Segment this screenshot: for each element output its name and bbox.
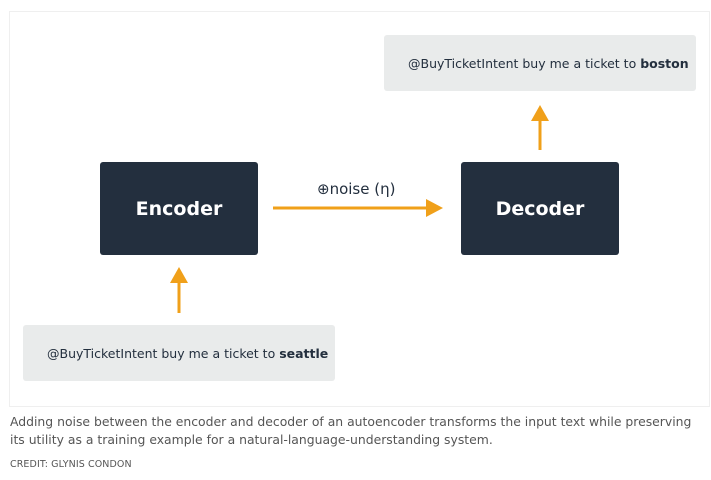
output-text-city: boston (640, 55, 689, 71)
input-text-box: @BuyTicketIntent buy me a ticket to seat… (23, 325, 335, 381)
decoder-label: Decoder (495, 197, 585, 220)
encoder-block: Encoder (100, 162, 258, 255)
output-text-box: @BuyTicketIntent buy me a ticket to bost… (384, 35, 696, 91)
figure-caption: Adding noise between the encoder and dec… (10, 414, 692, 447)
encoder-label: Encoder (135, 197, 223, 220)
input-to-encoder-arrow (170, 267, 188, 313)
decoder-block: Decoder (461, 162, 619, 255)
input-text-prefix: @BuyTicketIntent buy me a ticket to (47, 345, 280, 361)
decoder-to-output-arrow (531, 105, 549, 150)
input-text-city: seattle (279, 345, 329, 361)
encoder-to-decoder-arrow (273, 199, 443, 217)
output-text-prefix: @BuyTicketIntent buy me a ticket to (408, 55, 641, 71)
diagram-figure: @BuyTicketIntent buy me a ticket to bost… (10, 12, 709, 406)
noise-label: ⊕noise (η) (317, 180, 396, 198)
figure-credit: CREDIT: GLYNIS CONDON (10, 459, 132, 470)
arrows-layer (170, 105, 549, 313)
